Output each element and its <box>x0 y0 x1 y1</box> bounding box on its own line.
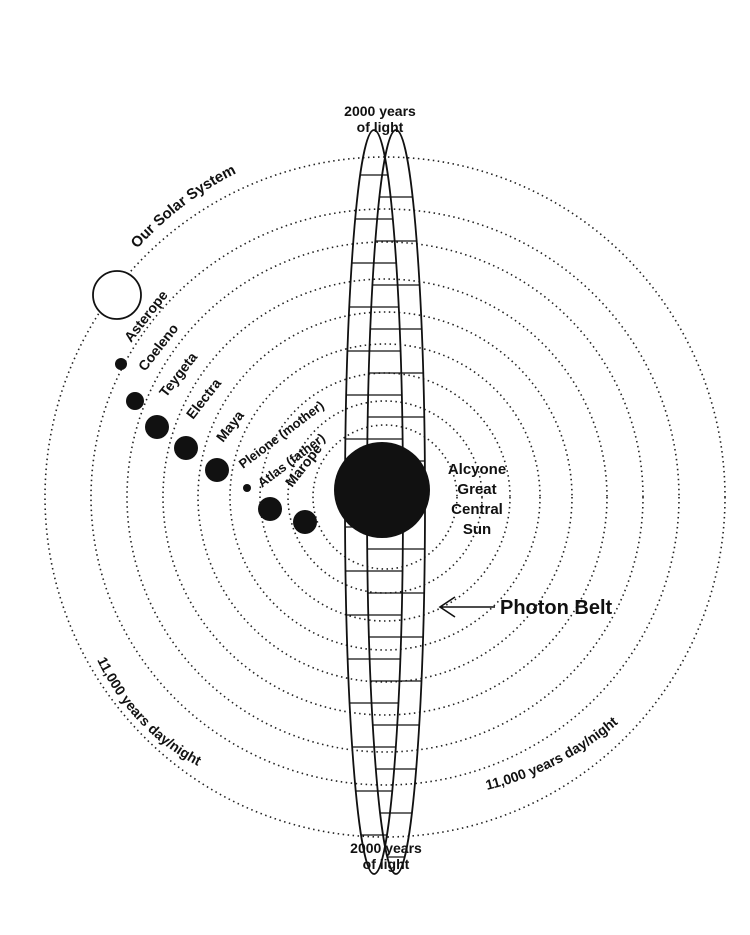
star-atlas-dot <box>243 484 251 492</box>
orbit-ring <box>126 241 644 753</box>
central-sun-label-line1: Alcyone <box>448 461 506 478</box>
bottom-label-line1: 2000 years <box>350 840 422 856</box>
solar-system-label: Our Solar System <box>128 162 239 252</box>
top-label-line1: 2000 years <box>344 103 416 119</box>
solar-system-circle <box>92 270 142 320</box>
central-sun-label-line3: Central <box>451 501 503 518</box>
orbit-ring <box>229 343 541 651</box>
orbit-ring <box>312 424 458 570</box>
star-label-teygeta: Teygeta <box>156 349 201 400</box>
top-label-line2: of light <box>357 119 404 135</box>
star-label-electra: Electra <box>183 375 224 422</box>
star-marope-dot <box>258 497 282 521</box>
star-teygeta-dot <box>126 392 144 410</box>
central-sun-label-line4: Sun <box>463 521 491 538</box>
star-extra-dot <box>293 510 317 534</box>
star-pleione-dot <box>205 458 229 482</box>
orbit-ring <box>90 208 680 786</box>
orbit-ring <box>197 311 573 683</box>
central-sun-label-line2: Great <box>457 481 496 498</box>
alcyone-central-sun <box>334 442 430 538</box>
cycle-label-right: 11,000 years day/night <box>484 713 621 793</box>
bottom-label-line2: of light <box>363 856 410 872</box>
cycle-label-left: 11,000 years day/night <box>94 654 204 768</box>
photon-belt-arrow <box>438 596 495 618</box>
orbit-ring <box>162 278 608 716</box>
orbit-ring <box>44 156 726 838</box>
pleiades-stars <box>115 358 317 534</box>
star-electra-dot <box>145 415 169 439</box>
photon-belt-label: Photon Belt <box>500 597 613 619</box>
star-coeleno-dot <box>115 358 127 370</box>
star-maya-dot <box>174 436 198 460</box>
